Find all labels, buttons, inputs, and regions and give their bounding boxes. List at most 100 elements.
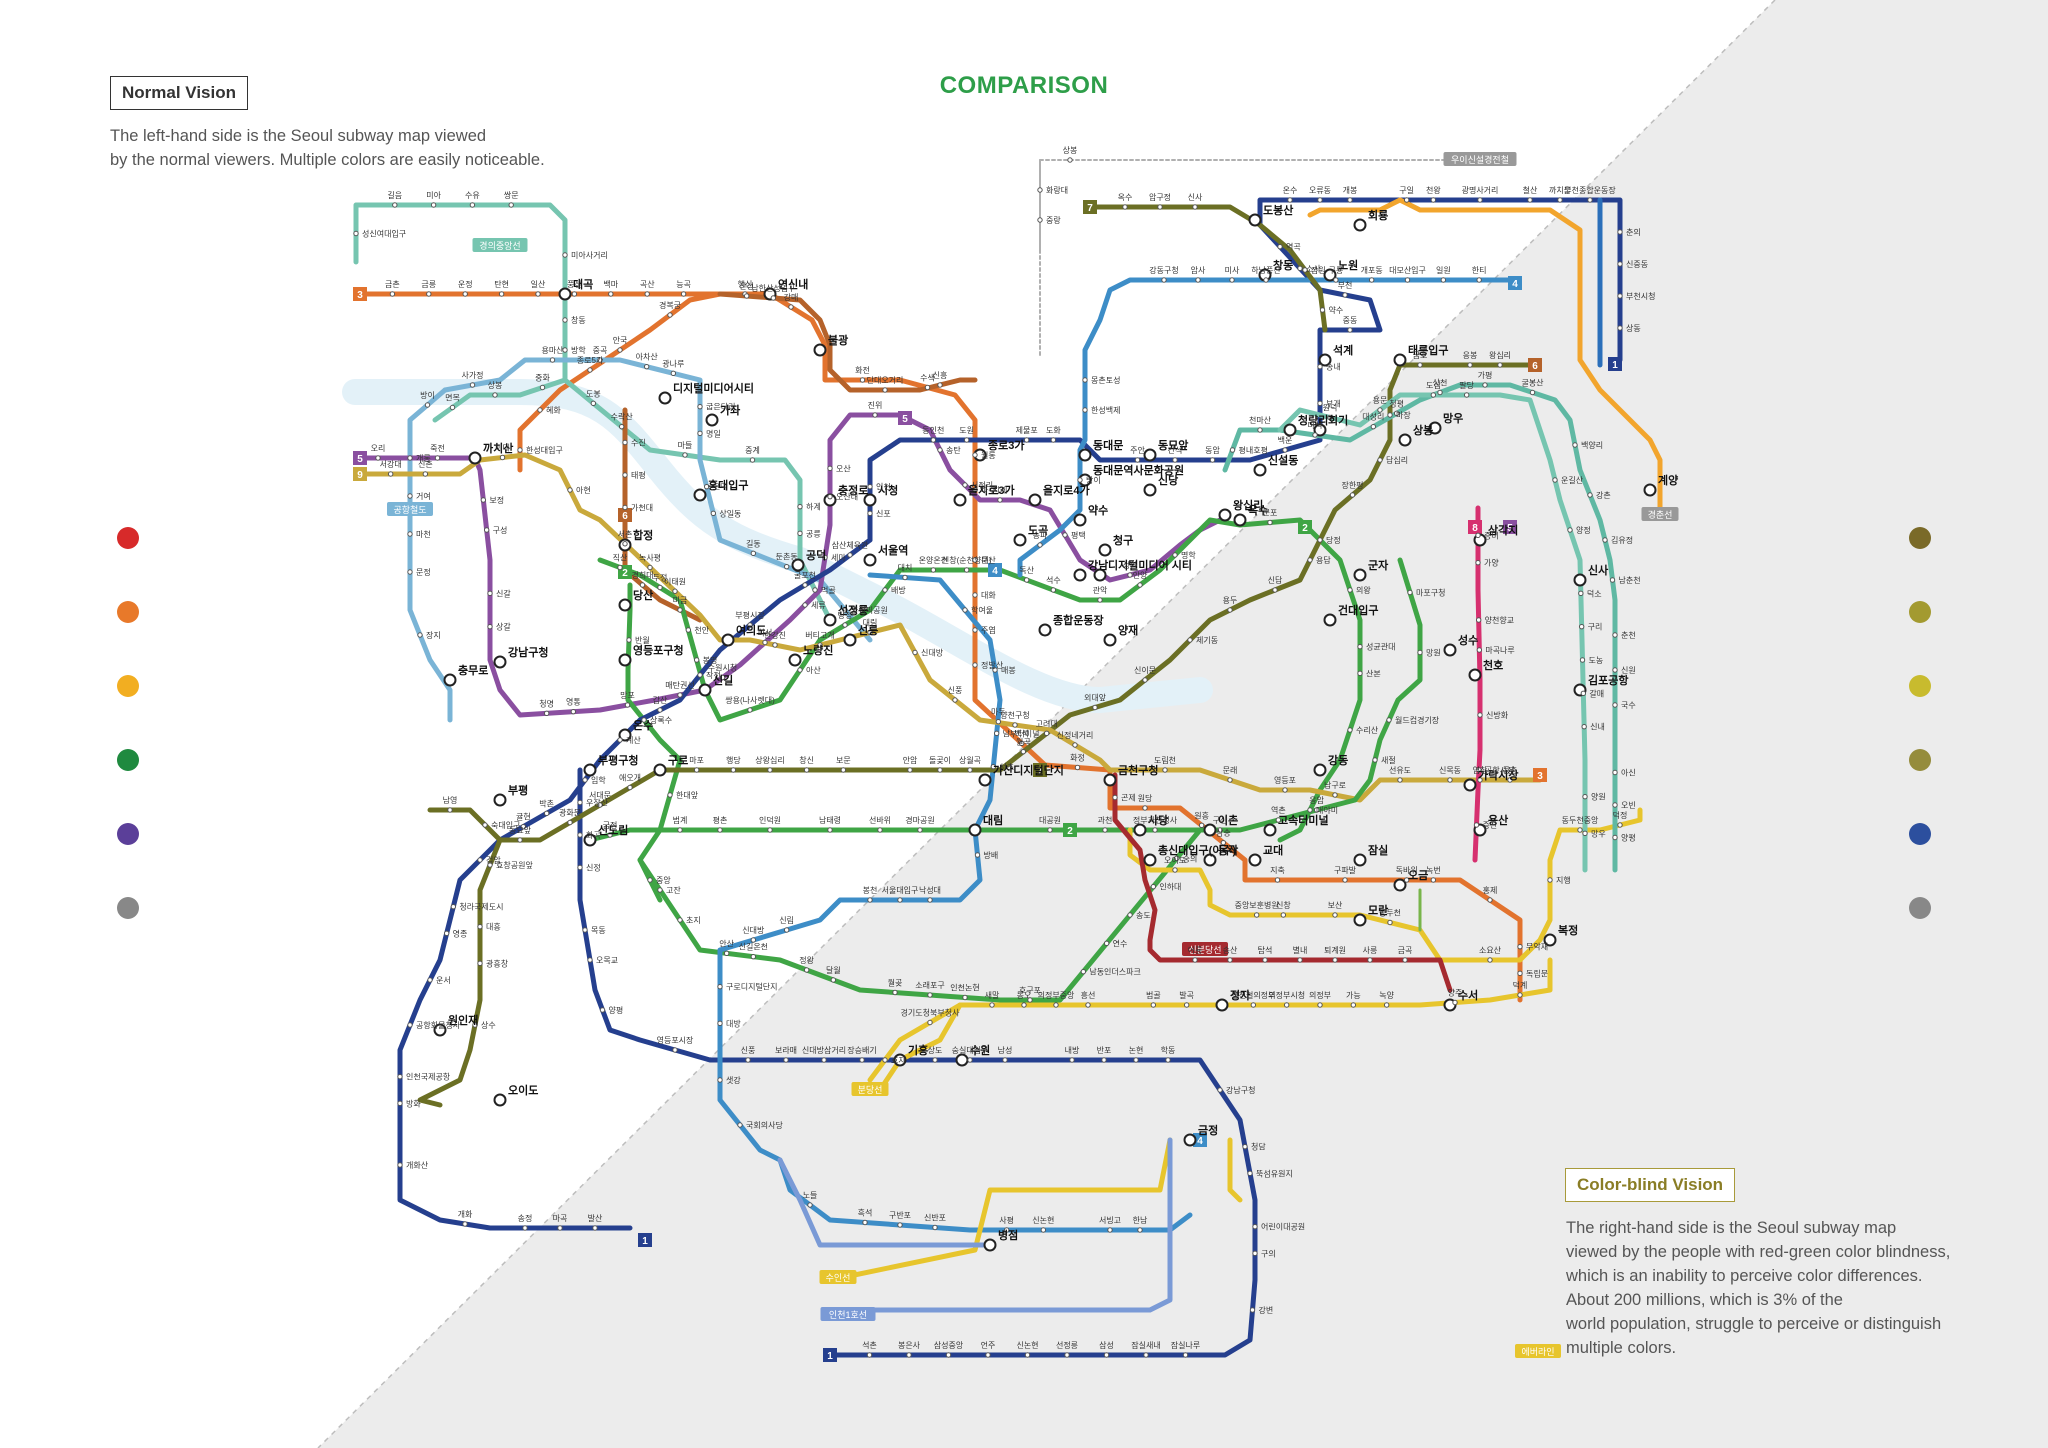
- station-dot: [1408, 590, 1412, 594]
- station-dot: [1358, 671, 1362, 675]
- station-dot: [1553, 478, 1557, 482]
- station-dot: [428, 978, 432, 982]
- station-dot: [1318, 1003, 1322, 1007]
- station-dot: [868, 484, 872, 488]
- station-label: 국회의사당: [746, 1120, 783, 1130]
- station-label-major: 상봉: [1413, 423, 1433, 437]
- station-dot: [1403, 958, 1407, 962]
- station-dot: [1083, 408, 1087, 412]
- station-label: 강변: [1259, 1305, 1274, 1315]
- station-dot: [1298, 266, 1302, 270]
- station-dot: [681, 292, 685, 296]
- station-dot: [1368, 958, 1372, 962]
- station-label: 아신: [1621, 768, 1636, 778]
- station-dot: [868, 898, 872, 902]
- interchange-station: [980, 775, 991, 786]
- station-label: 강매: [784, 292, 799, 302]
- station-dot: [1404, 198, 1408, 202]
- station-label: 성균관대: [1366, 642, 1395, 652]
- station-dot: [1078, 478, 1082, 482]
- station-label-major: 청구: [1113, 533, 1133, 547]
- station-label: 망포: [620, 690, 635, 700]
- station-label: 부천종합운동장: [1564, 185, 1616, 195]
- station-label: 서울대입구: [882, 886, 919, 895]
- station-dot: [784, 1058, 788, 1062]
- station-dot: [973, 593, 977, 597]
- station-label: 암사: [1191, 265, 1206, 275]
- station-dot: [1384, 1003, 1388, 1007]
- station-label: 양원: [1591, 793, 1606, 802]
- station-label: 보산: [1328, 900, 1343, 910]
- station-dot: [488, 591, 492, 595]
- station-label: 경마공원: [905, 815, 934, 825]
- station-label: 서빙고: [1099, 1216, 1121, 1225]
- station-label: 명일: [706, 428, 721, 438]
- station-dot: [1228, 958, 1232, 962]
- station-dot: [798, 531, 802, 535]
- station-label: 대림: [863, 618, 878, 628]
- station-label: 안국: [613, 335, 628, 345]
- station-label: 매봉: [1001, 666, 1016, 675]
- station-label: 덕소: [1587, 588, 1602, 598]
- station-dot: [748, 708, 752, 712]
- station-dot: [1288, 198, 1292, 202]
- station-dot: [1613, 633, 1617, 637]
- station-label: 문래: [1223, 766, 1238, 775]
- station-dot: [1582, 724, 1586, 728]
- station-label: 월곡: [1016, 737, 1031, 747]
- interchange-station: [1015, 535, 1026, 546]
- station-dot: [408, 494, 412, 498]
- station-label: 부천시청: [1626, 291, 1655, 301]
- station-dot: [1580, 658, 1584, 662]
- station-label: 온수: [1283, 186, 1298, 195]
- line-4-badge-text: 4: [1197, 1136, 1203, 1147]
- station-label: 상일동: [719, 508, 741, 518]
- station-label: 삼성중앙: [934, 1340, 964, 1350]
- station-label: 부평시장: [735, 610, 765, 620]
- station-dot: [398, 1074, 402, 1078]
- station-label: 목동: [591, 926, 606, 935]
- line-6-badge-text: 6: [622, 511, 628, 522]
- station-label: 문정: [416, 567, 431, 577]
- station-label: 고잔: [666, 885, 681, 895]
- station-dot: [883, 388, 887, 392]
- station-label: 백마: [603, 279, 618, 289]
- station-dot: [938, 383, 942, 387]
- station-label: 하남풍산: [1251, 265, 1281, 275]
- station-label: 경기도청북부청사: [901, 1008, 961, 1018]
- station-label: 반월: [635, 635, 650, 645]
- interchange-station: [790, 655, 801, 666]
- station-dot: [578, 833, 582, 837]
- station-dot: [828, 466, 832, 470]
- station-dot: [1431, 198, 1435, 202]
- station-dot: [623, 473, 627, 477]
- station-label: 백운: [1278, 435, 1293, 445]
- interchange-station: [660, 393, 671, 404]
- station-dot: [868, 511, 872, 515]
- station-dot: [1113, 795, 1117, 799]
- station-dot: [563, 253, 567, 257]
- station-dot: [398, 1101, 402, 1105]
- interchange-station: [955, 495, 966, 506]
- station-label-major: 금정: [1198, 1123, 1218, 1137]
- station-label: 무악재: [1526, 942, 1548, 952]
- station-dot: [1603, 538, 1607, 542]
- station-label: 몽촌토성: [1091, 376, 1120, 385]
- interchange-station: [1185, 1135, 1196, 1146]
- station-label: 의정부중앙: [1038, 990, 1075, 1000]
- station-label: 압구정: [1149, 192, 1171, 202]
- station-label: 돌곶이: [929, 755, 951, 765]
- station-label: 새절: [1381, 756, 1396, 765]
- station-dot: [1398, 778, 1402, 782]
- station-dot: [1021, 749, 1025, 753]
- station-label: 송도: [1136, 911, 1151, 920]
- station-label: 응암: [1309, 795, 1324, 805]
- station-dot: [928, 1020, 932, 1024]
- station-dot: [1163, 768, 1167, 772]
- station-label: 신정: [586, 863, 601, 873]
- station-label: 올림픽공원: [851, 605, 888, 615]
- station-label-major: 잠실: [1368, 843, 1388, 857]
- station-dot: [1123, 205, 1127, 209]
- station-label: 남영: [443, 795, 458, 805]
- station-dot: [1351, 1003, 1355, 1007]
